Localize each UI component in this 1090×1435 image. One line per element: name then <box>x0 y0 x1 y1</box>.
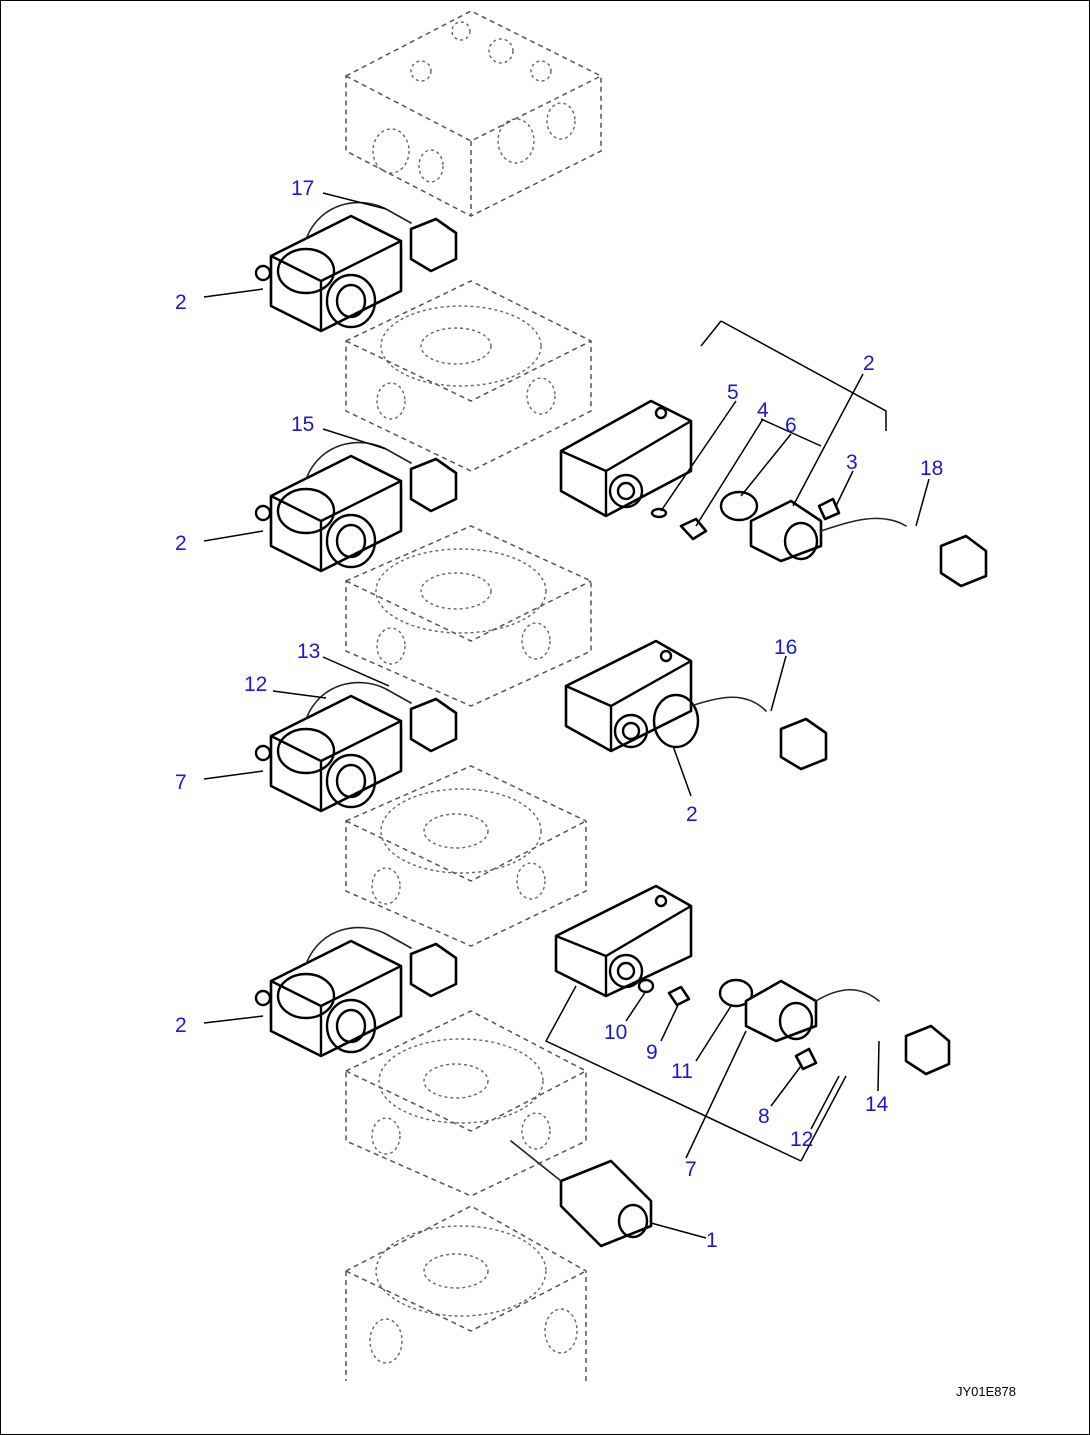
callout-10: 10 <box>604 1021 627 1044</box>
callout-2: 2 <box>863 352 875 375</box>
solenoid-valve-left-1 <box>254 201 458 333</box>
solenoid-valve-right-lower <box>554 884 951 1076</box>
valve-block-bottom <box>345 1205 587 1381</box>
callout-labels: 17 2 15 2 13 12 7 2 2 5 4 6 3 18 16 2 10… <box>175 177 943 1252</box>
callout-12: 12 <box>790 1128 813 1151</box>
callout-11: 11 <box>671 1060 693 1083</box>
solenoid-valve-left-3 <box>254 681 458 813</box>
callout-1: 1 <box>706 1229 718 1252</box>
leader-lines <box>203 192 930 1239</box>
callout-17: 17 <box>291 177 314 200</box>
callout-16: 16 <box>774 636 797 659</box>
solenoid-valve-left-2 <box>254 441 458 573</box>
solenoid-valve-right-middle <box>564 639 828 771</box>
callout-6: 6 <box>785 414 797 437</box>
valve-section-1 <box>345 280 592 472</box>
callout-3: 3 <box>846 451 858 474</box>
callout-2: 2 <box>175 532 187 555</box>
valve-block-top <box>345 10 602 217</box>
plug-part <box>510 1140 653 1248</box>
valve-section-2 <box>345 525 592 707</box>
group-bracket-upper <box>700 320 887 431</box>
callout-4: 4 <box>757 399 769 422</box>
callout-13: 13 <box>297 640 320 663</box>
drawing-code: JY01E878 <box>956 1384 1016 1399</box>
callout-2: 2 <box>175 291 187 314</box>
group-bracket-lower <box>544 985 847 1162</box>
callout-8: 8 <box>758 1105 770 1128</box>
valve-section-3 <box>345 765 587 947</box>
callout-15: 15 <box>291 413 314 436</box>
callout-9: 9 <box>646 1041 658 1064</box>
callout-2: 2 <box>686 803 698 826</box>
callout-14: 14 <box>865 1093 889 1116</box>
solenoid-valve-right-upper <box>559 399 988 588</box>
solenoid-valve-left-4 <box>254 926 458 1058</box>
callout-2: 2 <box>175 1014 187 1037</box>
callout-7: 7 <box>175 771 187 794</box>
valve-section-4 <box>345 1010 587 1197</box>
callout-12: 12 <box>244 673 267 696</box>
callout-5: 5 <box>727 381 739 404</box>
callout-7: 7 <box>685 1158 697 1181</box>
callout-18: 18 <box>920 457 943 480</box>
